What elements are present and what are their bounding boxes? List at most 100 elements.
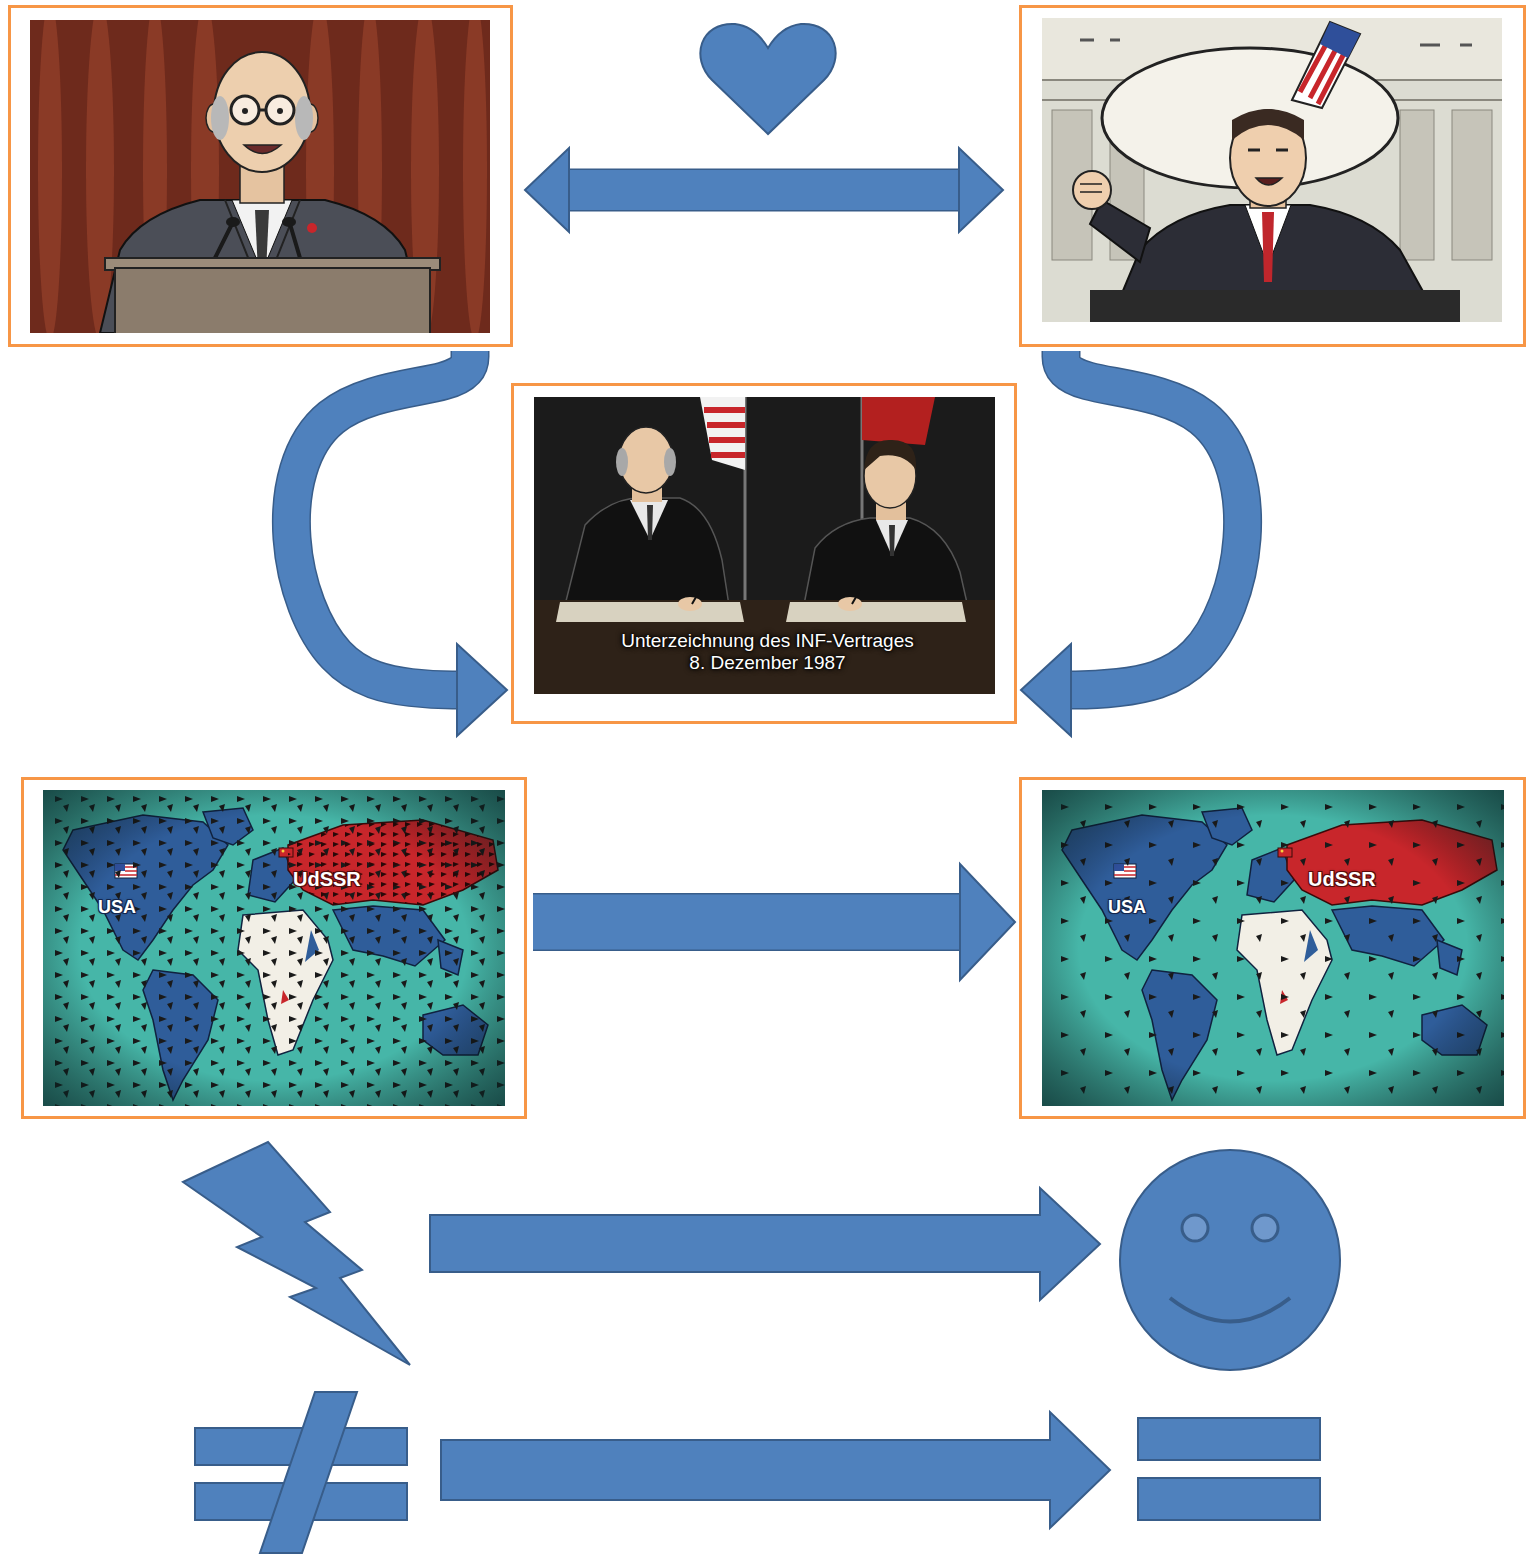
speaker-portrait: [1452, 110, 1492, 260]
equal-symbol: [1138, 1418, 1320, 1520]
speaker-portrait: [215, 224, 300, 258]
speaker-portrait: [226, 217, 240, 227]
smiley-symbol: [1182, 1215, 1208, 1241]
speaker-portrait: [1232, 109, 1304, 140]
not-equal-symbol: [260, 1392, 357, 1553]
arrow-shaft: [1061, 351, 1243, 690]
speaker-portrait: [115, 268, 430, 333]
speaker-portrait: [244, 145, 281, 154]
speaker-portrait: [1080, 184, 1102, 192]
lightning-symbol: [183, 1142, 410, 1365]
signing-scene: [616, 448, 628, 476]
map-frame: USA UdSSR: [21, 777, 527, 1119]
world-map: [1042, 790, 1504, 1106]
country-label: USA: [1108, 897, 1146, 918]
arrow-head: [1021, 644, 1071, 736]
speaker-portrait: [307, 223, 317, 233]
country-label: UdSSR: [293, 868, 361, 891]
speaker-portrait: [1292, 22, 1360, 108]
block-arrow: [525, 148, 1003, 232]
arrow-outline: [1061, 351, 1243, 690]
signing-scene: [889, 525, 895, 556]
map-frame: USA UdSSR: [1019, 777, 1526, 1119]
signing-scene: [534, 600, 995, 694]
image-frame: Unterzeichnung des INF-Vertrages 8. Deze…: [511, 383, 1017, 724]
signing-scene: [692, 590, 860, 604]
signing-scene: [664, 448, 676, 476]
signing-scene: [786, 602, 966, 622]
speaker-portrait: [277, 108, 283, 114]
signing-scene: [876, 520, 908, 556]
speaker-portrait: [30, 20, 490, 333]
block-arrow: [441, 1412, 1110, 1528]
signing-scene: [630, 500, 668, 540]
speaker-portrait: [1248, 149, 1288, 152]
speaker-portrait: [1042, 18, 1502, 322]
arrow-head: [959, 148, 1003, 232]
country-label: UdSSR: [1308, 868, 1376, 891]
image-frame: [1019, 5, 1526, 347]
arrow-outline: [533, 893, 962, 951]
world-map: [43, 790, 505, 1106]
not-equal-symbol: [195, 1392, 407, 1553]
signing-scene: [864, 440, 916, 470]
signing-scene: [556, 602, 744, 622]
speaker-portrait: [1230, 110, 1306, 206]
block-arrow: [533, 864, 1015, 980]
speaker-portrait: [1042, 18, 1502, 322]
arrow-head: [960, 864, 1015, 980]
signing-scene: [704, 410, 745, 455]
heart-symbol: [700, 24, 835, 134]
smiley-symbol: [1170, 1298, 1290, 1322]
equal-symbol: [1138, 1418, 1320, 1460]
signing-scene: [534, 397, 995, 694]
block-arrow: [1021, 351, 1243, 736]
speaker-portrait: [1256, 178, 1282, 185]
world-map: [1042, 790, 1504, 1106]
world-map: [43, 790, 505, 1106]
world-map: [43, 790, 505, 1106]
arrow-outline: [567, 169, 961, 212]
world-map: [43, 790, 505, 1106]
arrow-shaft: [567, 170, 961, 210]
smiley-symbol: [1120, 1150, 1340, 1370]
arrow-shaft: [291, 351, 470, 690]
signing-scene: [700, 397, 745, 470]
smiley-symbol: [1120, 1150, 1340, 1370]
image-caption: Unterzeichnung des INF-Vertrages 8. Deze…: [615, 630, 920, 674]
speaker-portrait: [242, 108, 248, 114]
speaker-portrait: [259, 109, 266, 112]
speaker-portrait: [231, 96, 259, 124]
block-arrow: [430, 1188, 1100, 1300]
arrow-outline: [291, 351, 470, 690]
speaker-portrait: [1090, 200, 1150, 262]
signing-scene: [647, 505, 653, 540]
country-label: USA: [98, 897, 136, 918]
arrow-head: [457, 644, 507, 736]
speaker-portrait: [211, 96, 229, 140]
speaker-portrait: [1090, 290, 1460, 322]
speaker-portrait: [1400, 110, 1434, 260]
speaker-portrait: [463, 20, 487, 333]
world-map: [1042, 790, 1504, 1106]
speaker-portrait: [86, 20, 114, 333]
speaker-portrait: [1073, 171, 1111, 209]
world-map: [1042, 790, 1504, 1106]
speaker-portrait: [1080, 40, 1472, 45]
speaker-portrait: [295, 96, 313, 140]
image-frame: [8, 5, 513, 347]
arrow-head: [525, 148, 569, 232]
signing-scene: [534, 397, 995, 694]
block-arrow: [291, 351, 507, 736]
smiley-symbol: [1252, 1215, 1278, 1241]
signing-scene: [838, 597, 862, 611]
speaker-portrait: [266, 96, 294, 124]
signing-scene: [862, 397, 935, 445]
equal-symbol: [1138, 1478, 1320, 1520]
speaker-portrait: [1320, 22, 1360, 58]
arrow-shaft: [533, 895, 962, 950]
speaker-portrait: [38, 20, 62, 333]
speaker-portrait: [1262, 212, 1274, 282]
speaker-portrait: [282, 217, 296, 227]
